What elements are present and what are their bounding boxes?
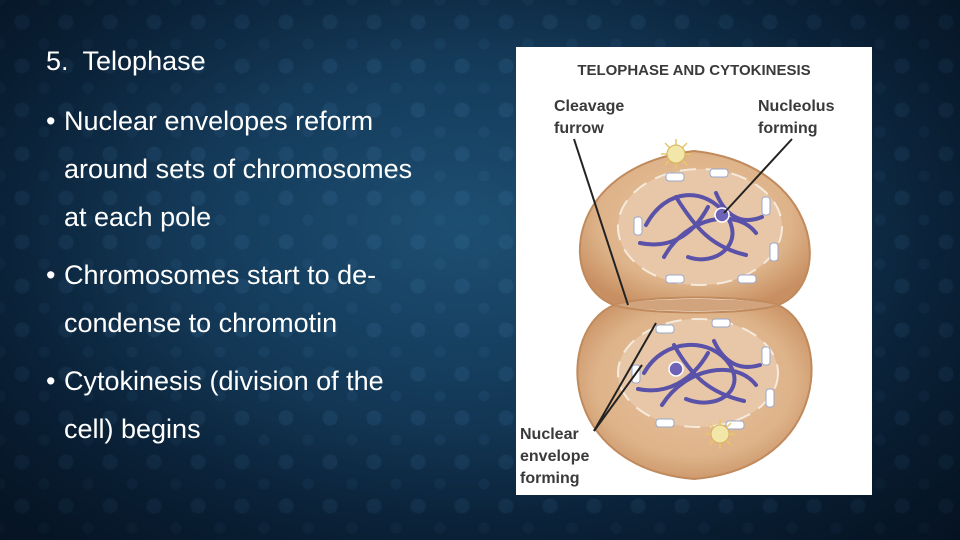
bullet-item: • Nuclear envelopes reform around sets o… bbox=[46, 97, 496, 241]
cleavage-furrow bbox=[614, 299, 778, 311]
label-cleavage-furrow-1: Cleavage bbox=[554, 98, 624, 115]
label-cleavage-furrow-2: furrow bbox=[554, 120, 604, 137]
nucleolus-bottom bbox=[668, 361, 684, 377]
label-nucleolus-forming-1: Nucleolus bbox=[758, 98, 835, 115]
slide-title: 5. Telophase bbox=[46, 42, 206, 80]
bullet-marker: • bbox=[46, 260, 56, 290]
title-text: Telophase bbox=[82, 46, 206, 76]
label-nuclear-envelope-3: forming bbox=[520, 470, 580, 487]
bullet-line: Chromosomes start to de- bbox=[64, 260, 377, 290]
bullet-line: at each pole bbox=[64, 202, 212, 232]
bullet-marker: • bbox=[46, 106, 56, 136]
label-nucleolus-forming-2: forming bbox=[758, 120, 818, 137]
bullet-line: cell) begins bbox=[64, 414, 201, 444]
bullet-line: condense to chromotin bbox=[64, 308, 338, 338]
cell-diagram: TELOPHASE AND CYTOKINESIS bbox=[520, 62, 835, 487]
label-nuclear-envelope-2: envelope bbox=[520, 448, 589, 465]
label-pointers bbox=[573, 138, 793, 432]
bullet-list: • Nuclear envelopes reform around sets o… bbox=[46, 97, 496, 463]
bullet-marker: • bbox=[46, 366, 56, 396]
bottom-centrosome bbox=[705, 419, 735, 449]
bullet-item: • Chromosomes start to de- condense to c… bbox=[46, 251, 496, 347]
top-centrosome bbox=[661, 139, 691, 169]
label-nuclear-envelope-1: Nuclear bbox=[520, 426, 579, 443]
bullet-line: around sets of chromosomes bbox=[64, 154, 413, 184]
bullet-line: Cytokinesis (division of the bbox=[64, 366, 384, 396]
bullet-line: Nuclear envelopes reform bbox=[64, 106, 374, 136]
title-number: 5. bbox=[46, 46, 69, 76]
bullet-item: • Cytokinesis (division of the cell) beg… bbox=[46, 357, 496, 453]
figure-title: TELOPHASE AND CYTOKINESIS bbox=[577, 62, 810, 79]
bottom-chromosomes bbox=[636, 339, 762, 407]
telophase-figure: TELOPHASE AND CYTOKINESIS bbox=[516, 47, 872, 495]
